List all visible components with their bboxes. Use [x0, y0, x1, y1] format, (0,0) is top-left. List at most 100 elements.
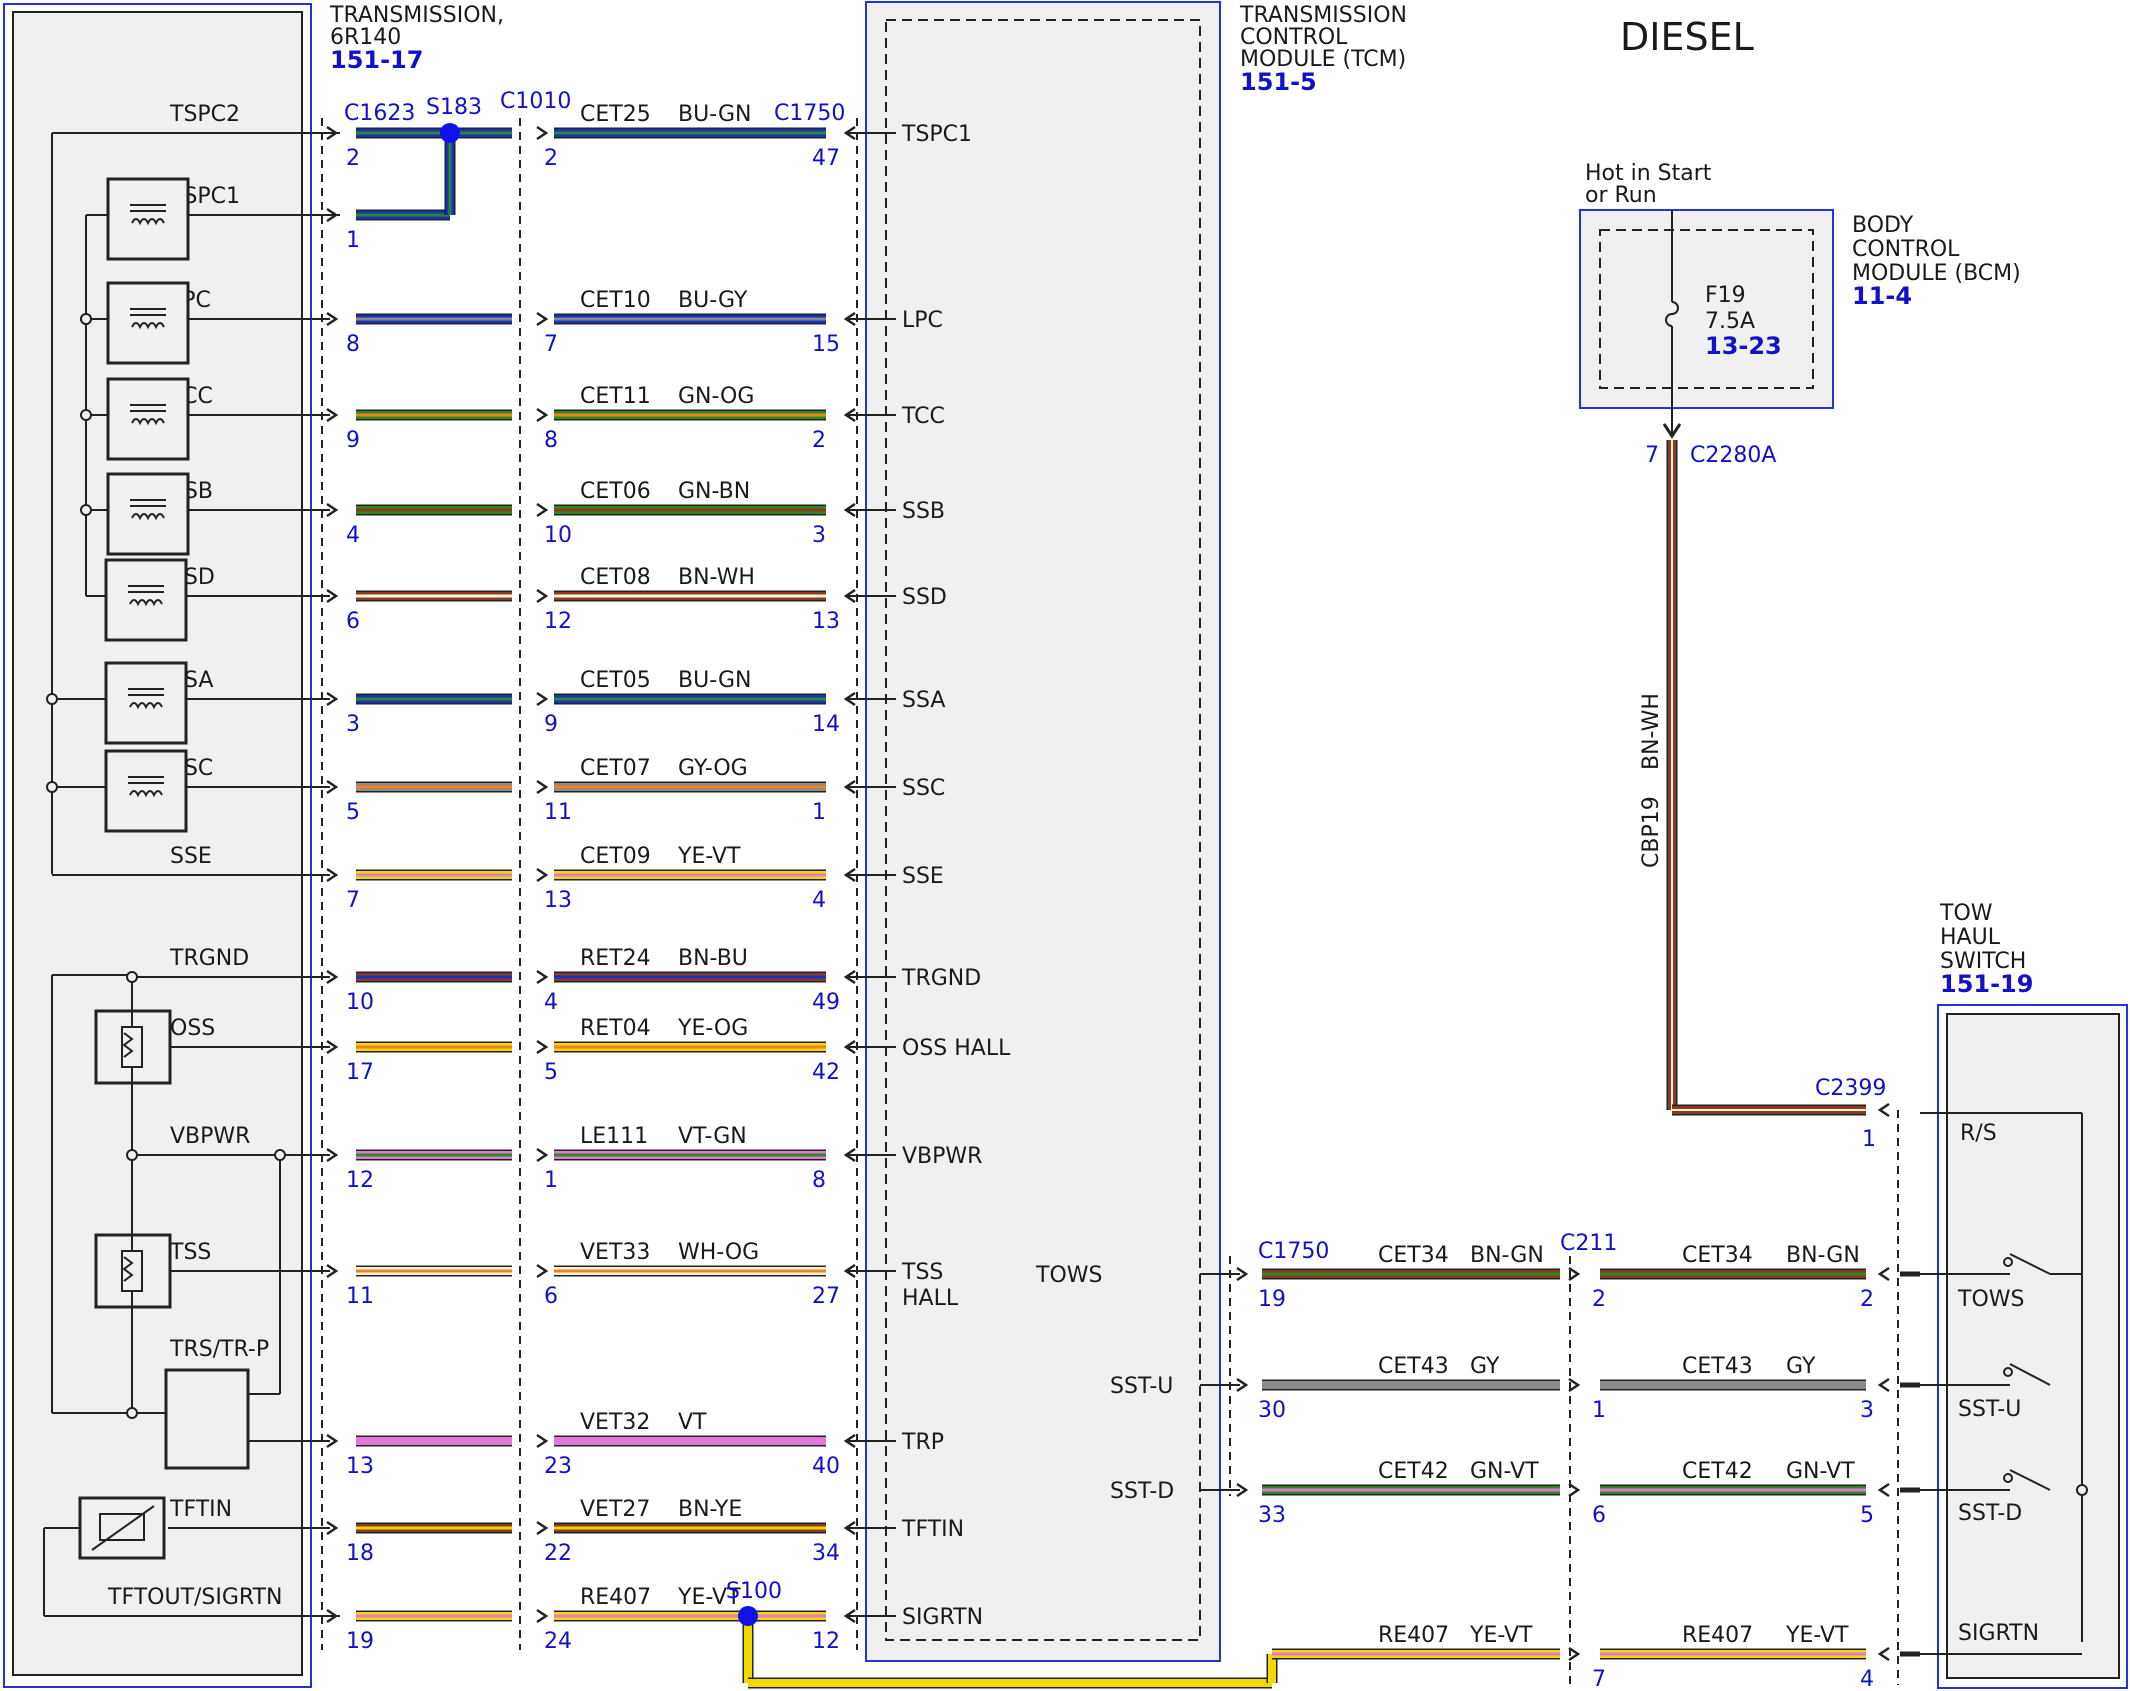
row-15-right-label: SIGRTN [902, 1605, 983, 1630]
row-5-arrow-mid [536, 588, 549, 604]
row-10-pin1: 17 [346, 1060, 374, 1085]
row-7-pin2: 11 [544, 800, 572, 825]
c2280a-arrow [1662, 423, 1682, 439]
bcm-connector: C2280A [1690, 443, 1776, 468]
solenoid-ssd-icon [106, 472, 190, 556]
row-10-pin2: 5 [544, 1060, 558, 1085]
towhaul-title-3: SWITCH [1940, 949, 2026, 974]
row-13-color: VT [678, 1410, 707, 1435]
row-12-circuit: VET33 [580, 1240, 650, 1265]
row-4-pin1: 4 [346, 523, 360, 548]
out-3-arrow-b [1568, 1646, 1581, 1662]
fuse-name: F19 [1705, 283, 1746, 308]
row-2-right-label: LPC [902, 308, 943, 333]
row-0-circuit: CET25 [580, 102, 651, 127]
row-10-pin3: 42 [812, 1060, 840, 1085]
row-15-color: YE-VT [677, 1585, 741, 1610]
out-0-circuit-b: CET34 [1682, 1243, 1753, 1268]
row-6-color: BU-GN [678, 668, 751, 693]
bcm-ref: 11-4 [1852, 282, 1912, 310]
out-2-color-a: GN-VT [1470, 1459, 1539, 1484]
row-12-left-label: TSS [169, 1240, 211, 1265]
bcm-title-2: CONTROL [1852, 237, 1960, 262]
row-0-pin2: 2 [544, 146, 558, 171]
row-4-color: GN-BN [678, 479, 750, 504]
row-8-pin3: 4 [812, 888, 826, 913]
transmission-title-1: TRANSMISSION, [329, 3, 504, 28]
towhaul-sstu-label: SST-U [1958, 1397, 2021, 1422]
row-11-circuit: LE111 [580, 1124, 648, 1149]
junction-vbpwr-right [274, 1149, 286, 1161]
row-8-left-label: SSE [170, 844, 212, 869]
out-1-tcm-label: SST-U [1110, 1374, 1173, 1399]
transmission-title-2: 6R140 [330, 25, 401, 50]
junction-tcc [80, 313, 92, 325]
row-12-right-label-2: HALL [902, 1286, 959, 1311]
out-1-arrow-b [1568, 1377, 1581, 1393]
solenoid-ssd-coil [130, 499, 166, 521]
towhaul-title-2: HAUL [1940, 925, 2001, 950]
out-0-arrow-c [1877, 1266, 1890, 1282]
out-1-arrow-c [1877, 1377, 1890, 1393]
tcm-title-1: TRANSMISSION [1239, 3, 1407, 28]
row-0-arrow-mid [536, 125, 549, 141]
row-14-right-label: TFTIN [901, 1517, 964, 1542]
out-0-circuit-a: CET34 [1378, 1243, 1449, 1268]
row-12-pin2: 6 [544, 1284, 558, 1309]
row-14-left-label: TFTIN [169, 1497, 232, 1522]
row-3-circuit: CET11 [580, 384, 651, 409]
out-2-arrow-c [1877, 1482, 1890, 1498]
towhaul-sstd-label: SST-D [1958, 1501, 2022, 1526]
tcm-title-3: MODULE (TCM) [1240, 47, 1406, 72]
out-1-circuit-a: CET43 [1378, 1354, 1449, 1379]
out-0-pin-c: 2 [1860, 1287, 1874, 1312]
row-10-arrow-mid [536, 1039, 549, 1055]
solenoid-tcc-icon [106, 281, 190, 365]
s100-splice-dot [738, 1606, 758, 1626]
row-13-circuit: VET32 [580, 1410, 650, 1435]
row-6-pin3: 14 [812, 712, 840, 737]
row-3-right-label: TCC [901, 404, 945, 429]
row-2-arrow-in [326, 311, 339, 327]
sstu-switch-contact [2003, 1367, 2013, 1377]
bcm-module-outer [1579, 209, 1834, 409]
row-7-arrow-mid [536, 779, 549, 795]
row-3-pin1: 9 [346, 428, 360, 453]
row-0-arrow-in [326, 125, 339, 141]
row-12-color: WH-OG [678, 1240, 759, 1265]
row-7-pin1: 5 [346, 800, 360, 825]
sensor-oss-zigzag [122, 1032, 134, 1058]
row-6-pin2: 9 [544, 712, 558, 737]
thermistor-slash [91, 1505, 155, 1551]
out-2-color-b: GN-VT [1786, 1459, 1855, 1484]
tcm-ref: 151-5 [1240, 68, 1317, 96]
row-3-pin3: 2 [812, 428, 826, 453]
bcm-module-inner [1599, 229, 1814, 389]
row-11-arrow-in [326, 1147, 339, 1163]
solenoid-ssc-icon [104, 661, 188, 745]
row-9-pin2: 4 [544, 990, 558, 1015]
out-1-color-a: GY [1470, 1354, 1500, 1379]
row-4-right-label: SSB [902, 499, 945, 524]
row-5-pin3: 13 [812, 609, 840, 634]
rs-bus-junction [2076, 1484, 2088, 1496]
row-9-pin1: 10 [346, 990, 374, 1015]
fuse-f19-icon [1665, 301, 1679, 327]
components [46, 177, 286, 1560]
row-8-circuit: CET09 [580, 844, 651, 869]
out-1-pin-a: 30 [1258, 1398, 1286, 1423]
out-3-pin-b: 7 [1592, 1667, 1606, 1691]
solenoid-lpc-icon [106, 177, 190, 261]
row-15-pin3: 12 [812, 1629, 840, 1654]
out-3-circuit-b: RE407 [1682, 1623, 1753, 1648]
junction-ssa [46, 693, 58, 705]
row-13-pin2: 23 [544, 1454, 572, 1479]
row-15-arrow-in [326, 1608, 339, 1624]
transmission-ref: 151-17 [330, 46, 423, 74]
solenoid-ssb-icon [106, 377, 190, 461]
solenoid-ssb-coil [130, 404, 166, 426]
towhaul-sigrtn-label: SIGRTN [1958, 1621, 2039, 1646]
row-0-pin1: 2 [346, 146, 360, 171]
out-0-arrow-a [1236, 1266, 1249, 1282]
